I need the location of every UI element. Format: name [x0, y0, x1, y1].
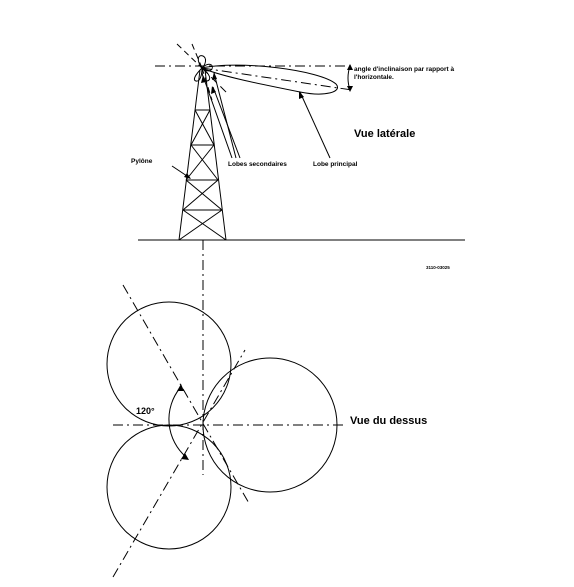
- lobe-northwest: [106, 301, 232, 427]
- pylon-brace: [190, 109, 211, 146]
- radiation-line: [201, 67, 229, 95]
- diagonal-axis: [122, 284, 251, 506]
- tilt-angle-label-cont: l'horizontale.: [354, 74, 394, 81]
- pylon-brace: [185, 144, 215, 181]
- tilt-angle-label: angle d'inclinaison par rapport à: [354, 66, 455, 73]
- diagonal-axis: [112, 349, 246, 578]
- arrow-head: [177, 384, 184, 391]
- pylon-brace: [182, 209, 227, 241]
- side-view-title: Vue latérale: [354, 128, 415, 140]
- lobe-southwest: [106, 424, 232, 550]
- arrow-head: [211, 86, 216, 94]
- pylon-brace: [182, 179, 219, 211]
- arrow-head: [201, 75, 206, 83]
- top-view: 120° Vue du dessus: [106, 284, 427, 578]
- pylon-tower: [178, 69, 227, 241]
- secondary-lobes-label: Lobes secondaires: [228, 161, 287, 168]
- main-lobe-leader: [299, 91, 331, 159]
- top-view-title: Vue du dessus: [350, 415, 427, 427]
- arrow-head: [347, 86, 353, 92]
- pylon-left-leg: [178, 69, 201, 241]
- secondary-lobe-leader: [202, 75, 233, 159]
- pylon-brace: [190, 144, 219, 181]
- figure-reference: 3110-03025: [426, 265, 450, 270]
- angle-label: 120°: [136, 406, 155, 416]
- tilt-angle-indicator: [347, 64, 353, 92]
- main-lobe: [200, 64, 338, 95]
- secondary-lobe: [193, 66, 203, 82]
- pylon-brace: [185, 179, 223, 211]
- side-view: angle d'inclinaison par rapport à l'hori…: [131, 43, 465, 270]
- lobe-east: [202, 357, 338, 493]
- radiation-line: [191, 43, 203, 69]
- leader-arrows: [171, 72, 331, 179]
- arrow-head: [181, 453, 189, 460]
- secondary-lobe-leader: [212, 86, 241, 159]
- pylon-brace: [178, 209, 223, 241]
- radiation-line: [201, 67, 213, 101]
- angle-indicator: [168, 384, 189, 460]
- pylon-right-leg: [204, 69, 227, 241]
- tilt-axis-line: [201, 67, 353, 91]
- angle-arc: [168, 387, 187, 458]
- secondary-lobe: [197, 55, 206, 69]
- radiation-line: [176, 43, 203, 69]
- arrow-head: [299, 91, 304, 99]
- main-lobe-label: Lobe principal: [313, 161, 358, 168]
- pylon-label: Pylône: [131, 158, 153, 165]
- arrow-head: [347, 64, 353, 70]
- secondary-lobe-leader: [213, 72, 237, 159]
- arrow-head: [212, 72, 217, 80]
- pylon-brace: [194, 109, 215, 146]
- arrow-head: [184, 173, 191, 179]
